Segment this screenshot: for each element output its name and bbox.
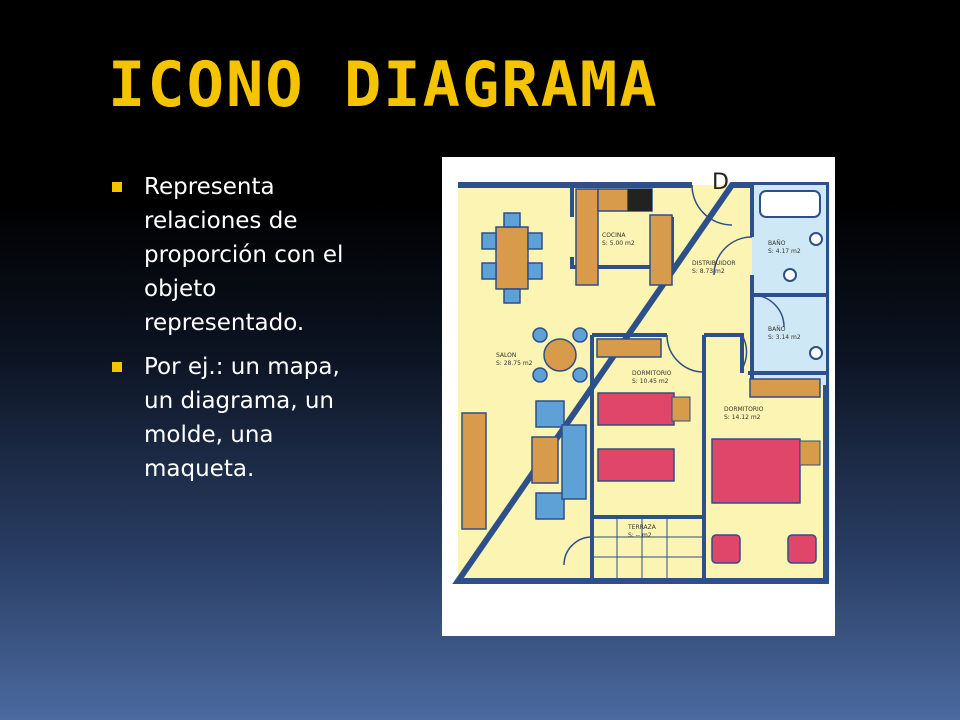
bullet-text: Representa relaciones de proporción con … — [144, 174, 344, 336]
slide-title: ICONO DIAGRAMA — [108, 48, 659, 121]
room-label: TERRAZA — [627, 524, 657, 531]
square-bullet-icon — [112, 182, 122, 192]
room-label: DISTRIBUIDOR — [692, 260, 736, 267]
room-label: COCINA — [602, 232, 626, 239]
bullet-text: Por ej.: un mapa, un diagrama, un molde,… — [144, 354, 340, 482]
sofa-set — [535, 400, 587, 520]
armchairs — [711, 534, 817, 564]
room-area: S: 5.00 m2 — [602, 240, 635, 247]
door-swings — [563, 184, 785, 566]
dining-chairs — [481, 212, 543, 304]
tv-unit — [461, 412, 487, 530]
toilet — [809, 232, 823, 246]
dining-table — [495, 226, 529, 290]
double-bed — [711, 438, 801, 504]
room-label: BAÑO — [768, 240, 786, 247]
room-label: DORMITORIO — [632, 370, 672, 377]
terrace-tiles — [592, 517, 704, 581]
bullet-item: Por ej.: un mapa, un diagrama, un molde,… — [110, 350, 345, 486]
floorplan-image: D — [442, 157, 835, 636]
room-area: S: 3.14 m2 — [768, 334, 801, 341]
room-area: S: -- m2 — [628, 532, 652, 539]
room-area: S: 8.73 m2 — [692, 268, 725, 275]
toilet — [809, 346, 823, 360]
bullet-item: Representa relaciones de proporción con … — [110, 170, 345, 340]
sink — [783, 268, 797, 282]
room-label: BAÑO — [768, 326, 786, 333]
room-label: DORMITORIO — [724, 406, 764, 413]
beds — [597, 392, 675, 482]
wardrobe — [749, 378, 821, 398]
room-area: S: 4.17 m2 — [768, 248, 801, 255]
coffee-table — [531, 436, 559, 484]
room-label: SALON — [496, 352, 516, 359]
room-area: S: 10.45 m2 — [632, 378, 669, 385]
stove — [628, 189, 652, 211]
door-mark: D — [712, 170, 729, 195]
bullet-list: Representa relaciones de proporción con … — [110, 170, 345, 496]
round-table — [543, 338, 577, 372]
square-bullet-icon — [112, 362, 122, 372]
wardrobe — [596, 338, 662, 358]
bathtub — [759, 190, 821, 218]
room-area: S: 28.75 m2 — [496, 360, 533, 367]
room-area: S: 14.12 m2 — [724, 414, 761, 421]
